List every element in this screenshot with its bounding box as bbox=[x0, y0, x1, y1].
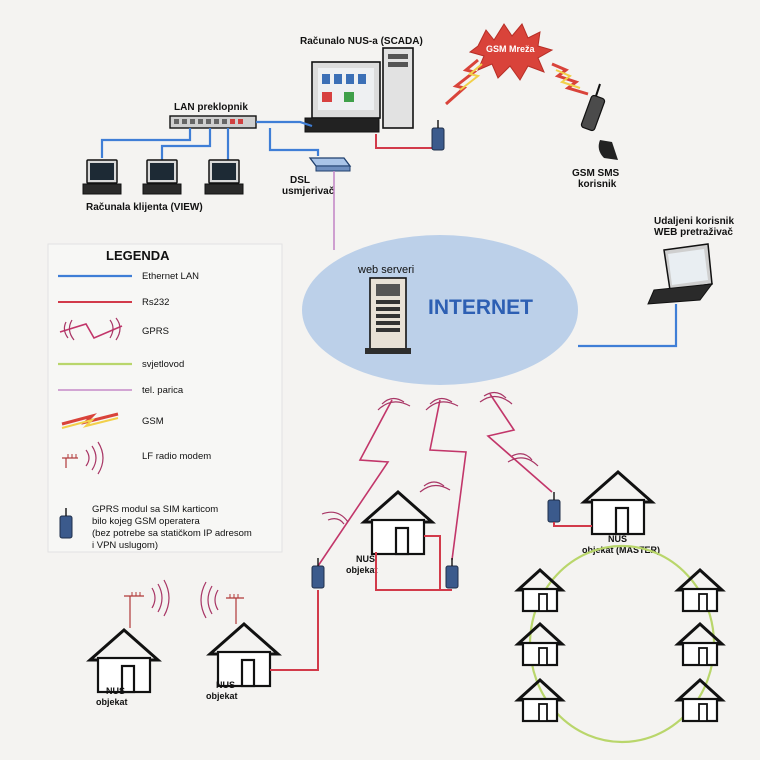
nus-site-radio-right-label-2: objekat bbox=[206, 691, 238, 701]
nus-site-middle-label-1: NUS bbox=[356, 554, 375, 564]
lan-link-scada bbox=[256, 120, 313, 128]
lan-link-client-2 bbox=[160, 128, 212, 160]
nus-master-label-1: NUS bbox=[608, 534, 627, 544]
legend-telephone-label: tel. parica bbox=[142, 385, 184, 396]
legend-lf-radio-swatch bbox=[62, 441, 104, 475]
gsm-signal-scada bbox=[445, 58, 479, 106]
gsm-sms-label-1: GSM SMS bbox=[572, 168, 620, 179]
remote-user-label-2: WEB pretraživač bbox=[654, 227, 733, 238]
router-label: usmjerivač bbox=[282, 186, 335, 197]
remote-laptop-icon bbox=[647, 243, 714, 305]
dsl-router-icon bbox=[308, 157, 352, 172]
internet-label: INTERNET bbox=[428, 296, 533, 319]
gprs-modem-right-icon bbox=[547, 491, 561, 523]
lan-link-router bbox=[268, 128, 320, 156]
nus-site-radio-right-label-1: NUS bbox=[216, 680, 235, 690]
gprs-modem-middle-icon bbox=[445, 557, 459, 589]
legend: LEGENDA Ethernet LAN Rs232 GPRS svjetlov… bbox=[47, 243, 283, 553]
legend-lf-radio-label: LF radio modem bbox=[142, 451, 211, 462]
legend-ethernet-label: Ethernet LAN bbox=[142, 271, 199, 282]
rs232-master-link bbox=[553, 522, 592, 527]
client-computer-2-icon bbox=[142, 159, 182, 195]
legend-rs232-label: Rs232 bbox=[142, 297, 169, 308]
gprs-link-middle bbox=[419, 397, 467, 561]
ring-site-2-icon bbox=[676, 568, 724, 613]
gsm-signal-phone-glow bbox=[555, 69, 581, 89]
legend-gsm-swatch bbox=[61, 412, 119, 429]
gprs-link-left bbox=[317, 397, 411, 567]
nus-site-radio-left-label-1: NUS bbox=[106, 686, 125, 696]
gprs-link-right bbox=[479, 391, 553, 493]
legend-gprs-swatch bbox=[59, 317, 123, 341]
nus-site-radio-left-icon bbox=[88, 628, 160, 694]
gsm-phone-icon bbox=[580, 83, 618, 160]
clients-label: Računala klijenta (VIEW) bbox=[86, 202, 203, 213]
scada-rs232-link bbox=[375, 134, 438, 149]
gsm-signal-scada-glow bbox=[459, 63, 483, 91]
client-computer-1-icon bbox=[82, 159, 122, 195]
web-server-icon bbox=[365, 277, 411, 354]
scada-gsm-modem-icon bbox=[431, 119, 445, 151]
nus-site-middle-icon bbox=[362, 490, 434, 556]
dsl-label: DSL bbox=[290, 175, 310, 186]
gsm-network-label: GSM Mreža bbox=[486, 44, 536, 54]
lf-radio-antenna-right-icon bbox=[200, 581, 244, 624]
remote-user-ethernet bbox=[578, 304, 678, 348]
gprs-modem-left-icon bbox=[311, 557, 325, 589]
rs232-radio-link bbox=[270, 590, 319, 671]
client-computer-3-icon bbox=[204, 159, 244, 195]
ring-site-4-icon bbox=[676, 622, 724, 667]
gsm-sms-label-2: korisnik bbox=[578, 179, 617, 190]
legend-gprs-label: GPRS bbox=[142, 326, 169, 337]
legend-modem-note-4: i VPN uslugom) bbox=[92, 540, 158, 551]
nus-site-radio-left-label-2: objekat bbox=[96, 697, 128, 707]
nus-master-icon bbox=[582, 470, 654, 536]
lf-radio-antenna-left-icon bbox=[124, 579, 170, 628]
legend-modem-note-3: (bez potrebe sa statičkom IP adresom bbox=[92, 528, 252, 539]
legend-modem-note-1: GPRS modul sa SIM karticom bbox=[92, 504, 218, 515]
ring-site-6-icon bbox=[676, 678, 724, 723]
nus-master-label-2: objekat (MASTER) bbox=[582, 545, 660, 555]
gsm-network-icon bbox=[468, 23, 554, 81]
legend-fiber-label: svjetlovod bbox=[142, 359, 184, 370]
gsm-signal-phone bbox=[551, 62, 589, 96]
lan-link-client-1 bbox=[100, 128, 192, 158]
legend-modem-note-2: bilo kojeg GSM operatera bbox=[92, 516, 200, 527]
scada-label: Računalo NUS-a (SCADA) bbox=[300, 36, 423, 47]
lan-switch-icon bbox=[169, 115, 257, 129]
ring-site-3-icon bbox=[516, 622, 564, 667]
lan-switch-label: LAN preklopnik bbox=[174, 102, 248, 113]
web-servers-label: web serveri bbox=[357, 264, 414, 276]
nus-site-radio-right-icon bbox=[208, 622, 280, 688]
scada-computer-icon bbox=[304, 47, 414, 133]
legend-gsm-label: GSM bbox=[142, 416, 164, 427]
rs232-middle-link-b bbox=[375, 552, 452, 591]
legend-title: LEGENDA bbox=[106, 248, 170, 263]
remote-user-label-1: Udaljeni korisnik bbox=[654, 216, 734, 227]
nus-site-middle-label-2: objekat bbox=[346, 565, 378, 575]
